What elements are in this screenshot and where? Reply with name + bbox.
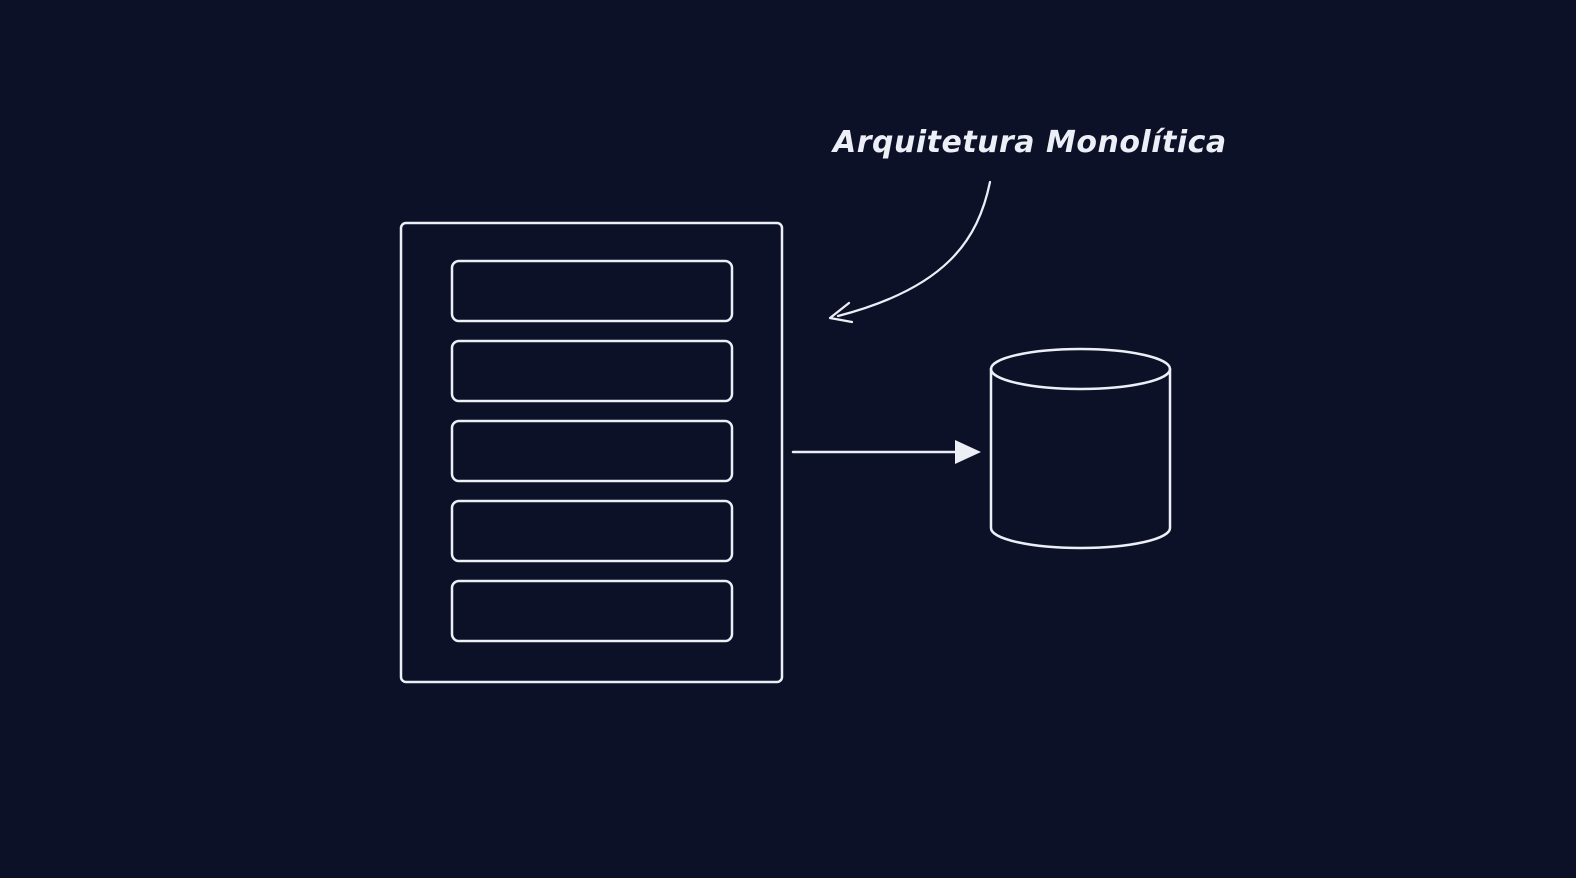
monolith-to-database-arrow bbox=[791, 440, 981, 464]
module-box-2 bbox=[450, 339, 734, 403]
cylinder-top bbox=[989, 347, 1172, 391]
monolith-container-box bbox=[399, 221, 784, 684]
annotation-arrow-curve bbox=[836, 180, 992, 318]
module-box-5 bbox=[450, 579, 734, 643]
annotation-arrow bbox=[828, 180, 992, 324]
module-box-4 bbox=[450, 499, 734, 563]
cylinder-body bbox=[989, 367, 1172, 550]
diagram-title: Arquitetura Monolítica bbox=[833, 125, 1227, 160]
arrowhead-icon bbox=[955, 440, 981, 464]
database-cylinder-icon bbox=[989, 347, 1172, 550]
annotation-arrowhead-icon bbox=[828, 301, 854, 324]
monolith-modules bbox=[450, 259, 734, 643]
module-box-3 bbox=[450, 419, 734, 483]
module-box-1 bbox=[450, 259, 734, 323]
